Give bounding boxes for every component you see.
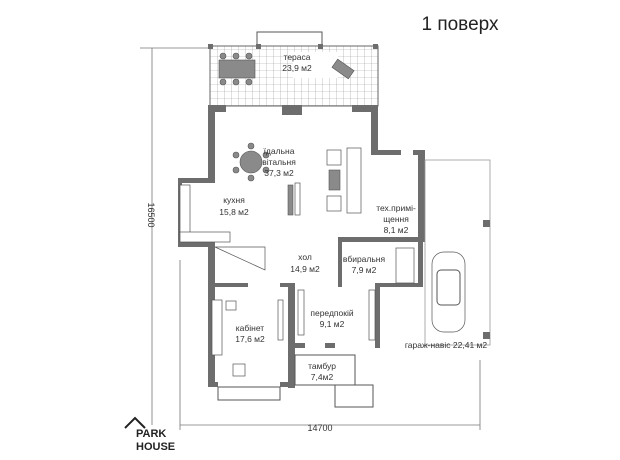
study-name: кабінет — [236, 323, 265, 333]
logo-line-1: PARK — [136, 428, 166, 440]
sofa-icon — [346, 147, 362, 214]
floor-title: 1 поверх — [421, 14, 499, 35]
wc-area: 7,9 м2 — [352, 265, 377, 275]
study-area: 17,6 м2 — [235, 334, 265, 344]
garage-label: гараж-навіс 22,41 м2 — [405, 340, 488, 350]
garage-canopy — [424, 159, 491, 346]
living-name-1: їдальна — [263, 146, 295, 156]
terrace-name: тераса — [284, 52, 311, 62]
furniture — [179, 142, 415, 377]
dimension-lines — [140, 47, 481, 430]
dining-table-icon — [218, 59, 256, 79]
round-table-icon — [239, 150, 263, 174]
lobby-name: передпокій — [310, 308, 353, 318]
logo-line-2: HOUSE — [136, 441, 175, 453]
hall-area: 14,9 м2 — [290, 264, 320, 274]
vestibule-name: тамбур — [308, 361, 336, 371]
terrace — [208, 31, 379, 107]
bathtub-icon — [395, 247, 415, 284]
walls — [178, 105, 425, 408]
stairs-icon — [214, 246, 266, 271]
terrace-area: 23,9 м2 — [282, 63, 312, 73]
wc-name: вбиральня — [343, 254, 386, 264]
vestibule-area: 7,4м2 — [311, 372, 334, 382]
height-dimension: 16500 — [146, 202, 156, 227]
lounger-icon — [331, 58, 355, 80]
tech-name-1: тех.примі- — [376, 203, 416, 213]
kitchen-name: кухня — [223, 195, 245, 205]
park-house-logo: PARK HOUSE — [124, 416, 175, 453]
car-icon — [431, 251, 466, 333]
hall-name: хол — [298, 252, 312, 262]
living-area: 37,3 м2 — [264, 168, 294, 178]
living-name-2: вітальня — [262, 157, 296, 167]
kitchen-area: 15,8 м2 — [219, 207, 249, 217]
width-dimension: 14700 — [307, 423, 332, 433]
tech-area: 8,1 м2 — [384, 225, 409, 235]
tech-name-2: щення — [383, 214, 409, 224]
lobby-area: 9,1 м2 — [320, 319, 345, 329]
